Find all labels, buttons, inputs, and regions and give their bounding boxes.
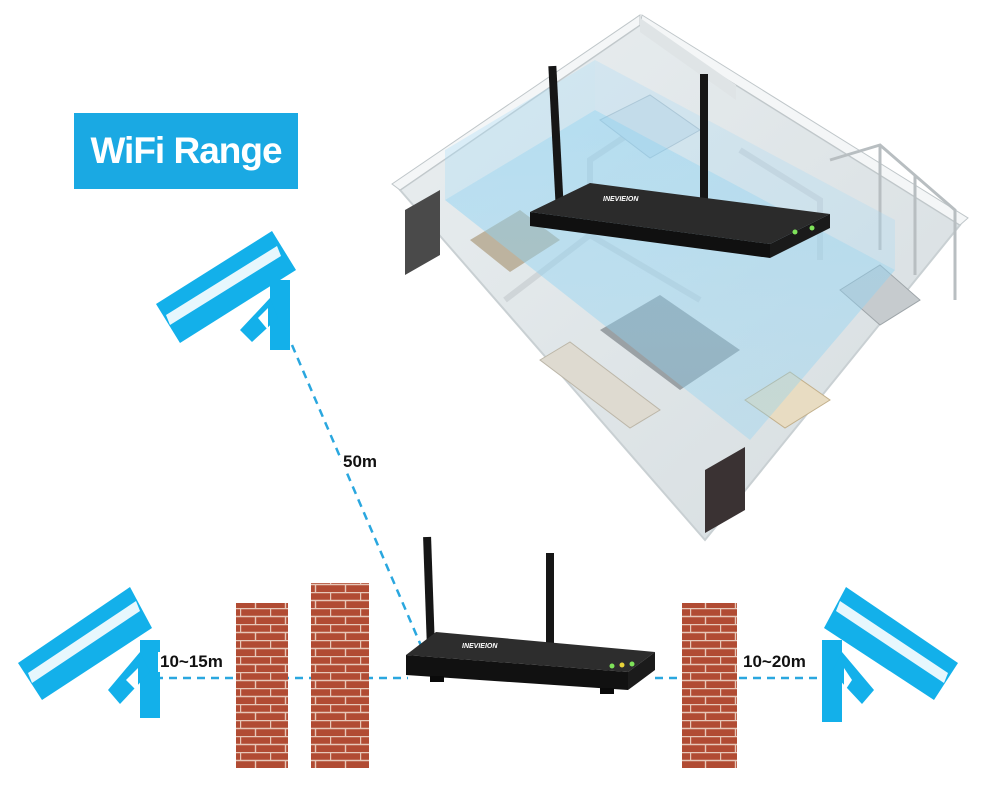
title-badge: WiFi Range — [74, 113, 298, 189]
nvr-recorder-icon: INEVIEION — [406, 536, 655, 694]
nvr-brand: INEVIEION — [462, 643, 498, 650]
nvr-recorder-icon-house: INEVIEION — [530, 65, 830, 258]
title-text: WiFi Range — [90, 130, 282, 171]
nvr-top-brand: INEVIEION — [603, 196, 639, 203]
wifi-camera-icon-right — [822, 587, 958, 722]
distance-label-right: 10~20m — [741, 652, 808, 672]
distance-label-top: 50m — [341, 452, 380, 472]
wifi-camera-icon-top — [156, 231, 296, 350]
brick-wall-icon — [236, 583, 737, 768]
house-floorplan-illustration — [391, 14, 969, 542]
wifi-camera-icon-left — [18, 587, 160, 718]
distance-label-left: 10~15m — [158, 652, 225, 672]
